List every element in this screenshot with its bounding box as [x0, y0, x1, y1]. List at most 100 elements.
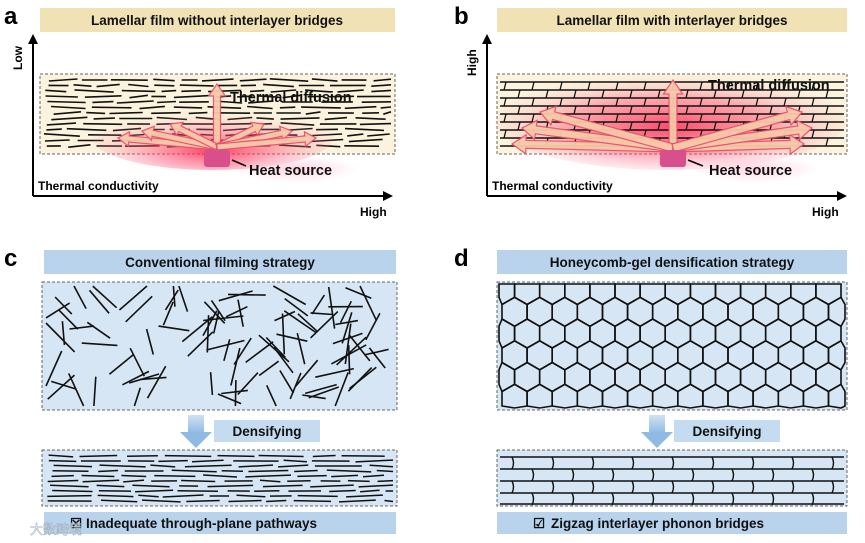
- zigzag-bridge: [771, 468, 775, 482]
- interlayer-bridge: [531, 113, 535, 123]
- interlayer-bridge: [629, 89, 633, 99]
- interlayer-bridge: [811, 129, 815, 139]
- sheet: [262, 484, 303, 488]
- interlayer-bridge: [755, 81, 759, 91]
- sheet: [53, 111, 82, 115]
- panel-c-title-box: [44, 250, 396, 274]
- sheet: [96, 83, 120, 88]
- sheet: [51, 116, 88, 121]
- sheet: [179, 84, 214, 87]
- interlayer-bridge: [559, 97, 563, 107]
- sheet: [279, 370, 295, 394]
- panel-d-result-mark: ☑: [533, 516, 545, 531]
- interlayer-bridge: [615, 113, 619, 123]
- panel-c-random-sheets: [45, 285, 389, 407]
- diffusion-arrow: [671, 105, 804, 153]
- sheet: [294, 359, 319, 387]
- sheet: [61, 321, 66, 346]
- panel-d-down-arrow: [641, 415, 673, 448]
- sheet: [97, 494, 134, 498]
- panel-d-honeycomb: [498, 283, 846, 409]
- sheet: [297, 313, 318, 332]
- sheet: [347, 479, 370, 483]
- interlayer-bridge: [741, 105, 745, 115]
- panel-d-step-label: Densifying: [692, 424, 761, 439]
- sheet: [93, 376, 97, 407]
- sheet: [326, 469, 372, 473]
- panel-c-step-box: [214, 420, 320, 442]
- sheet: [308, 386, 340, 399]
- sheet: [364, 348, 389, 356]
- zigzag-bridge: [511, 456, 515, 470]
- sheet: [47, 374, 76, 400]
- panel-a-title-box: [40, 8, 395, 32]
- sheet: [297, 494, 338, 498]
- sheet: [257, 95, 279, 98]
- sheet: [157, 100, 177, 104]
- sheet: [121, 89, 156, 93]
- sheet: [384, 499, 394, 503]
- sheet: [153, 78, 175, 82]
- sheet: [293, 499, 332, 503]
- sheet: [50, 105, 86, 110]
- sheet: [203, 315, 244, 322]
- panel-b-y-axis-label: High: [465, 49, 479, 76]
- sheet: [79, 454, 118, 458]
- sheet: [225, 305, 248, 318]
- interlayer-bridge: [601, 89, 605, 99]
- interlayer-bridge: [643, 97, 647, 107]
- sheet: [207, 484, 254, 488]
- sheet: [162, 301, 174, 326]
- zigzag-bridge: [791, 456, 795, 470]
- sheet: [52, 489, 93, 493]
- sheet: [283, 459, 307, 463]
- panel-b-source-label: Heat source: [709, 163, 792, 179]
- sheet: [341, 312, 353, 344]
- interlayer-bridge: [657, 105, 661, 115]
- panel-a-y-arrowhead: [28, 34, 38, 44]
- sheet: [358, 484, 394, 488]
- sheet: [269, 78, 309, 82]
- sheet: [203, 301, 226, 324]
- sheet: [202, 310, 218, 336]
- interlayer-bridge: [573, 89, 577, 99]
- sheet: [310, 312, 334, 316]
- sheet: [82, 479, 120, 483]
- interlayer-bridge: [517, 89, 521, 99]
- diffusion-arrow: [140, 125, 219, 151]
- sheet: [109, 111, 143, 115]
- sheet: [359, 285, 378, 322]
- sheet: [178, 285, 189, 312]
- sheet: [345, 286, 372, 300]
- honeycomb-cell: [827, 383, 846, 409]
- panel-b-source-label-glow: [694, 156, 818, 182]
- zigzag-bridge: [551, 480, 555, 494]
- sheet: [339, 300, 353, 324]
- sheet: [237, 299, 244, 327]
- sheet: [201, 78, 234, 82]
- panel-c: c Conventional filming strategy Densifyi…: [4, 245, 398, 534]
- interlayer-bridge: [713, 89, 717, 99]
- zigzag-bridge: [691, 468, 695, 482]
- diffusion-arrow-up: [662, 78, 684, 149]
- sheet: [132, 484, 170, 488]
- sheet: [347, 133, 364, 137]
- sheet: [181, 479, 216, 483]
- panel-d-title-box: [497, 250, 847, 274]
- sheet: [141, 499, 181, 503]
- interlayer-bridge: [657, 121, 661, 131]
- panel-a-diffusion-label: Thermal diffusion: [230, 90, 352, 106]
- sheet: [332, 332, 363, 345]
- sheet: [50, 484, 89, 488]
- sheet: [51, 474, 74, 478]
- zigzag-bridge: [731, 468, 735, 482]
- sheet: [121, 474, 147, 478]
- zigzag-bridge: [591, 456, 595, 470]
- interlayer-bridge: [699, 97, 703, 107]
- sheet: [347, 345, 351, 375]
- sheet: [74, 89, 114, 93]
- sheet: [272, 285, 307, 306]
- sheet: [53, 464, 93, 468]
- panel-c-down-arrow: [180, 415, 212, 448]
- panel-b-x-axis-label: High: [812, 205, 839, 219]
